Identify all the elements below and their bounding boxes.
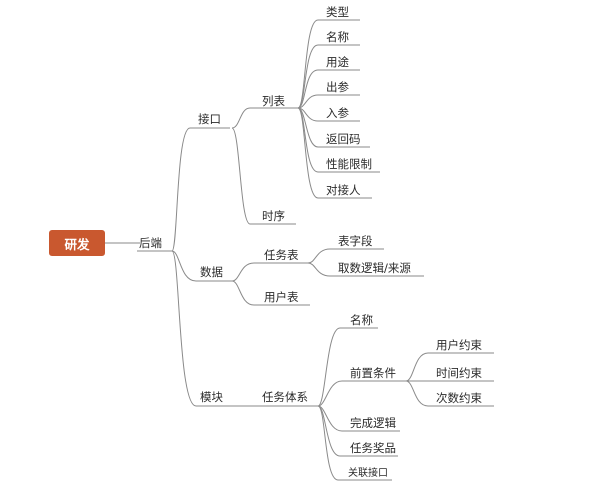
list-item-contact-person[interactable]: 对接人 — [326, 183, 361, 197]
precondition-time-constraint[interactable]: 时间约束 — [436, 366, 482, 380]
list-item-usage[interactable]: 用途 — [326, 55, 349, 69]
node-list[interactable]: 列表 — [262, 94, 285, 108]
list-item-performance-limit[interactable]: 性能限制 — [326, 157, 372, 171]
edge-ts-related — [317, 405, 392, 481]
edge-pre-count — [405, 380, 494, 407]
list-item-output-params[interactable]: 出参 — [326, 80, 349, 94]
edge-list-item-2 — [297, 69, 360, 109]
task-system-precondition[interactable]: 前置条件 — [350, 366, 396, 380]
edge-ts-precondition — [317, 380, 406, 407]
root-node[interactable]: 研发 — [49, 230, 105, 256]
edge-data-tasktable — [231, 262, 308, 282]
precondition-user-constraint[interactable]: 用户约束 — [436, 338, 482, 352]
task-system-complete-logic[interactable]: 完成逻辑 — [350, 416, 396, 430]
node-data[interactable]: 数据 — [200, 265, 223, 279]
node-task-system[interactable]: 任务体系 — [262, 390, 308, 404]
list-item-input-params[interactable]: 入参 — [326, 106, 349, 120]
node-interface[interactable]: 接口 — [198, 112, 221, 126]
node-user-table[interactable]: 用户表 — [264, 290, 299, 304]
task-system-name[interactable]: 名称 — [350, 313, 373, 327]
edge-interface-list — [231, 107, 298, 129]
precondition-count-constraint[interactable]: 次数约束 — [436, 391, 482, 405]
edge-pre-user — [405, 352, 494, 382]
list-item-name[interactable]: 名称 — [326, 30, 349, 44]
task-system-reward[interactable]: 任务奖品 — [350, 441, 396, 455]
list-item-return-code[interactable]: 返回码 — [326, 132, 361, 146]
list-item-type[interactable]: 类型 — [326, 5, 349, 19]
edge-interface-timing — [231, 127, 296, 225]
edge-ts-name — [317, 327, 378, 407]
task-table-fields[interactable]: 表字段 — [338, 234, 373, 248]
task-system-related-interface[interactable]: 关联接口 — [348, 468, 388, 479]
node-task-table[interactable]: 任务表 — [264, 248, 299, 262]
edge-list-item-3 — [297, 94, 360, 109]
node-timing[interactable]: 时序 — [262, 209, 285, 223]
node-backend[interactable]: 后端 — [139, 236, 162, 250]
edge-backend-module — [171, 250, 232, 407]
task-table-logic-source[interactable]: 取数逻辑/来源 — [338, 261, 411, 275]
edge-data-usertable — [231, 280, 310, 306]
node-module[interactable]: 模块 — [200, 390, 223, 404]
edge-list-item-4 — [297, 107, 360, 122]
edge-list-item-7 — [297, 107, 372, 199]
edge-backend-interface — [171, 127, 230, 252]
edge-tasktable-logic — [307, 262, 424, 277]
edge-tasktable-fields — [307, 248, 384, 264]
edge-backend-data — [171, 250, 232, 282]
